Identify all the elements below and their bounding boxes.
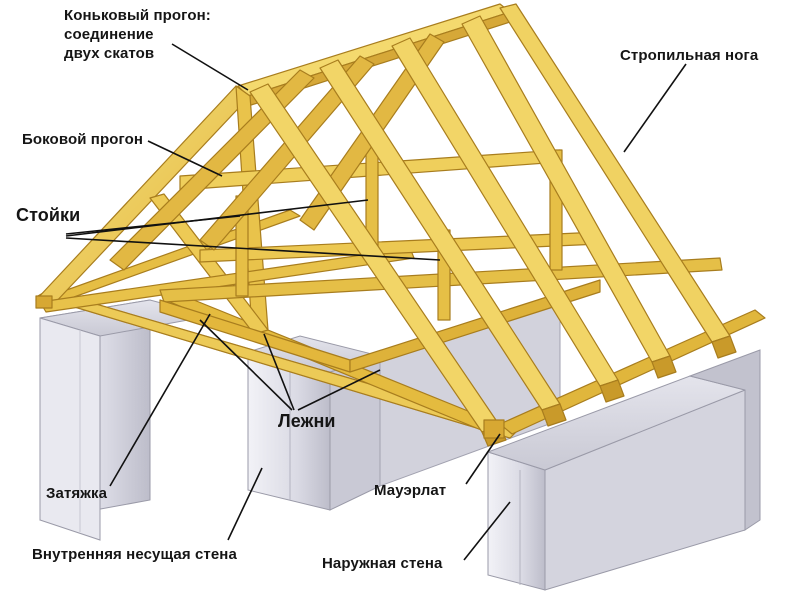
posts-label: Стойки: [16, 205, 81, 225]
sleeper-right: [349, 279, 601, 373]
rafter-end-2: [541, 403, 567, 427]
outer-wall-right-end: [688, 349, 761, 531]
inner-rafter-a: [109, 69, 315, 271]
tie-end-left: [35, 295, 53, 309]
leader-tie-beam: [109, 313, 211, 487]
leader-sleeper-2: [263, 333, 295, 411]
mauerlat-label: Мауэрлат: [374, 482, 447, 499]
ridge-purlin: [237, 3, 511, 97]
mauerlat-end: [483, 419, 505, 439]
leader-side-purlin: [147, 140, 223, 177]
inner-bearing-wall-label: Внутренняя несущая стена: [32, 546, 237, 563]
leader-post-2: [65, 199, 369, 237]
leader-mauerlat: [465, 433, 501, 485]
side-purlin-label: Боковой прогон: [22, 131, 144, 148]
rafter-leg-label: Стропильная нога: [620, 47, 759, 64]
leader-ridge: [171, 43, 249, 91]
rafter-end-5: [711, 335, 737, 359]
leader-inner-wall: [227, 467, 263, 541]
leader-lines: [65, 43, 687, 561]
leader-sleeper-3: [297, 369, 381, 411]
ridge-purlin-label: Коньковый прогон: соединение двух скатов: [64, 7, 211, 62]
leader-post-3: [65, 237, 441, 261]
rafter-end-3: [599, 379, 625, 403]
roof-frame: [35, 3, 766, 447]
leader-rafter: [623, 63, 687, 153]
outer-wall-label: Наружная стена: [322, 555, 443, 572]
rafter-end-4: [651, 355, 677, 379]
leader-outer-wall: [463, 501, 511, 561]
right-eave-plate: [499, 309, 766, 435]
outer-wall-front: [487, 451, 546, 591]
inner-wall-left-side: [39, 317, 101, 541]
tie-beam-label: Затяжка: [46, 485, 108, 502]
leader-sleeper-1: [199, 319, 293, 411]
sleepers-label: Лежни: [278, 411, 336, 431]
